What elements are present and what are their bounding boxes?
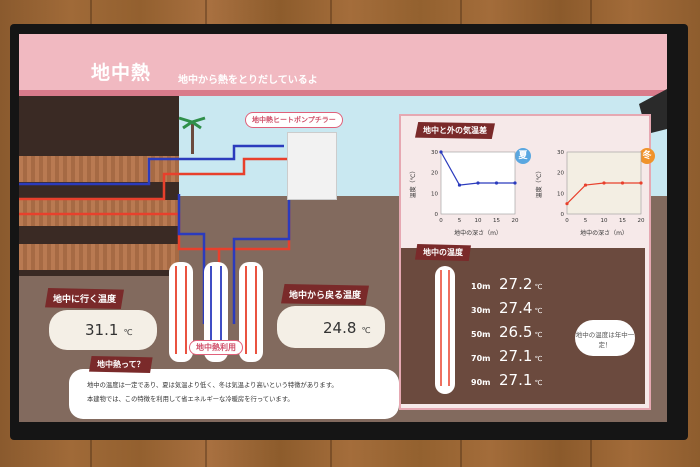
well-pipes	[175, 266, 257, 354]
going-temp-readout: 31.1 ℃	[85, 320, 132, 339]
depth-value: 27.1	[499, 347, 533, 365]
compare-title: 地中と外の気温差	[415, 122, 495, 139]
building-floor	[19, 156, 179, 182]
x-tick-label: 15	[493, 218, 500, 224]
data-point	[602, 181, 606, 185]
depth-title: 地中の温度	[415, 244, 471, 261]
display-screen: 地中熱 地中から熱をとりだしているよ	[19, 34, 667, 422]
x-axis-label: 地中の深さ（m）	[454, 229, 502, 237]
summer-badge: 夏	[515, 148, 531, 164]
depth-value: 27.2	[499, 275, 533, 293]
going-temp-unit: ℃	[123, 328, 133, 337]
depth-label: 30m	[471, 306, 491, 315]
depth-unit: ℃	[532, 331, 543, 339]
data-point	[583, 183, 588, 187]
data-point	[494, 181, 499, 185]
depth-well-icon	[435, 266, 455, 394]
header-banner	[19, 34, 667, 90]
return-temp-readout: 24.8 ℃	[323, 318, 370, 337]
palm-tree-icon	[178, 116, 206, 154]
depth-row: 50m 26.5 ℃	[471, 322, 543, 341]
depth-row: 30m 27.4 ℃	[471, 298, 543, 317]
y-tick-label: 30	[431, 150, 438, 156]
info-box	[69, 369, 399, 419]
y-tick-label: 0	[435, 212, 439, 218]
y-tick-label: 20	[557, 171, 564, 177]
geothermal-use-label: 地中熱利用	[189, 340, 243, 355]
depth-value: 27.4	[499, 299, 533, 317]
depth-unit: ℃	[532, 379, 543, 387]
depth-label: 10m	[471, 282, 491, 291]
depth-row: 10m 27.2 ℃	[471, 274, 543, 293]
return-temp-value: 24.8	[323, 319, 357, 337]
wells	[169, 262, 263, 362]
bubble-text: 地中の温度は年中一定！	[575, 331, 635, 349]
x-tick-label: 0	[439, 218, 443, 224]
x-tick-label: 5	[584, 218, 588, 224]
info-text-line: 本建物では、この特徴を利用して省エネルギーな冷暖房を行っています。	[87, 396, 294, 403]
depth-row: 70m 27.1 ℃	[471, 346, 543, 365]
depth-unit: ℃	[532, 307, 543, 315]
x-tick-label: 20	[512, 218, 519, 224]
data-point	[513, 181, 517, 185]
data-point	[639, 181, 643, 185]
info-title: 地中熱って？	[89, 356, 153, 373]
page-subtitle: 地中から熱をとりだしているよ	[178, 75, 318, 86]
page-title: 地中熱	[91, 62, 152, 84]
winter-chart: 0 5 10 15 20 0 10 20 30 地中の深さ（m） 温度（℃）	[535, 150, 645, 237]
return-temp-unit: ℃	[361, 326, 371, 335]
x-tick-label: 5	[458, 218, 462, 224]
building-floor	[19, 244, 179, 270]
data-point	[565, 202, 569, 206]
depth-value: 27.1	[499, 371, 533, 389]
x-tick-label: 20	[638, 218, 645, 224]
depth-value: 26.5	[499, 323, 533, 341]
winter-badge: 冬	[639, 148, 655, 164]
going-temp-box: 31.1 ℃	[49, 310, 157, 350]
depth-label: 70m	[471, 354, 491, 363]
depth-unit: ℃	[532, 283, 543, 291]
constant-temp-bubble: 地中の温度は年中一定！	[575, 320, 635, 356]
data-point	[439, 150, 443, 154]
y-tick-label: 20	[431, 171, 438, 177]
going-temp-value: 31.1	[85, 321, 119, 339]
return-temp-label: 地中から戻る温度	[281, 284, 370, 305]
depth-unit: ℃	[532, 355, 543, 363]
data-point	[457, 183, 462, 187]
chiller-label: 地中熱ヒートポンプチラー	[245, 112, 343, 128]
x-tick-label: 0	[565, 218, 569, 224]
info-text-line: 地中の温度は一定であり、夏は気温より低く、冬は気温より高いという特徴があります。	[87, 382, 338, 389]
y-axis-label: 温度（℃）	[409, 168, 417, 199]
x-tick-label: 10	[601, 218, 608, 224]
y-tick-label: 30	[557, 150, 564, 156]
y-tick-label: 10	[431, 191, 438, 197]
x-axis-label: 地中の深さ（m）	[580, 229, 628, 237]
header-stripe	[19, 90, 667, 96]
y-tick-label: 10	[557, 191, 564, 197]
depth-label: 50m	[471, 330, 491, 339]
depth-label: 90m	[471, 378, 491, 387]
data-point	[620, 181, 625, 185]
summer-chart: 0 5 10 15 20 0 10 20 30 地中の深さ（m） 温度（℃）	[409, 150, 519, 237]
going-temp-label: 地中に行く温度	[45, 288, 125, 309]
y-tick-label: 0	[561, 212, 565, 218]
return-temp-box: 24.8 ℃	[277, 306, 385, 348]
x-tick-label: 15	[619, 218, 626, 224]
depth-row: 90m 27.1 ℃	[471, 370, 543, 389]
pipe-diagram	[19, 89, 667, 362]
y-axis-label: 温度（℃）	[535, 168, 543, 199]
data-point	[476, 181, 480, 185]
x-tick-label: 10	[475, 218, 482, 224]
heat-pump-chiller	[287, 132, 337, 200]
